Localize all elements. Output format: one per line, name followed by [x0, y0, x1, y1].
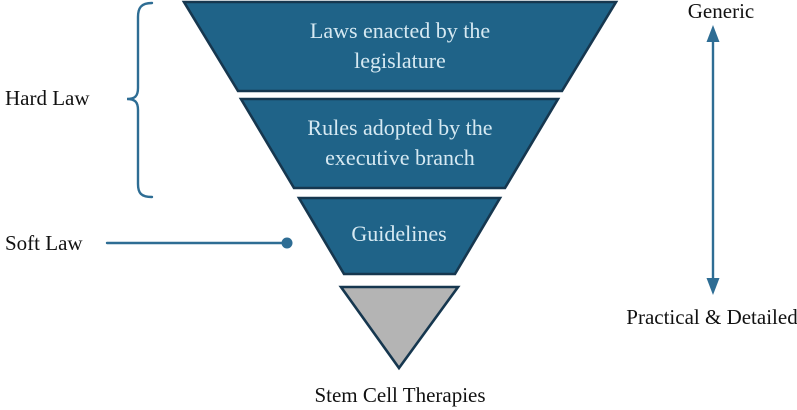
funnel-level-laws: [181, 0, 619, 93]
hard-law-label: Hard Law: [5, 86, 90, 110]
soft-law-connector-dot-icon: [281, 237, 293, 249]
apex-triangle: [338, 285, 461, 371]
apex-label: Stem Cell Therapies: [314, 383, 485, 407]
hard-law-bracket-icon: [126, 1, 154, 199]
soft-law-label: Soft Law: [5, 231, 83, 255]
funnel-level-rules: [238, 97, 561, 190]
generic-detailed-arrow: [706, 25, 720, 295]
arrow-up-icon: [706, 25, 720, 42]
arrow-down-icon: [706, 278, 720, 295]
funnel-level-rules-label-line1: Rules adopted by the: [307, 115, 492, 140]
funnel-level-guidelines: [296, 196, 503, 276]
funnel-level-rules-label-line2: executive branch: [325, 145, 475, 170]
funnel-level-laws-label-line1: Laws enacted by the: [310, 18, 490, 43]
funnel-level-guidelines-label: Guidelines: [351, 221, 446, 246]
funnel-level-laws-label-line2: legislature: [354, 48, 446, 73]
axis-top-label: Generic: [688, 0, 754, 23]
axis-bottom-label: Practical & Detailed: [626, 305, 797, 329]
